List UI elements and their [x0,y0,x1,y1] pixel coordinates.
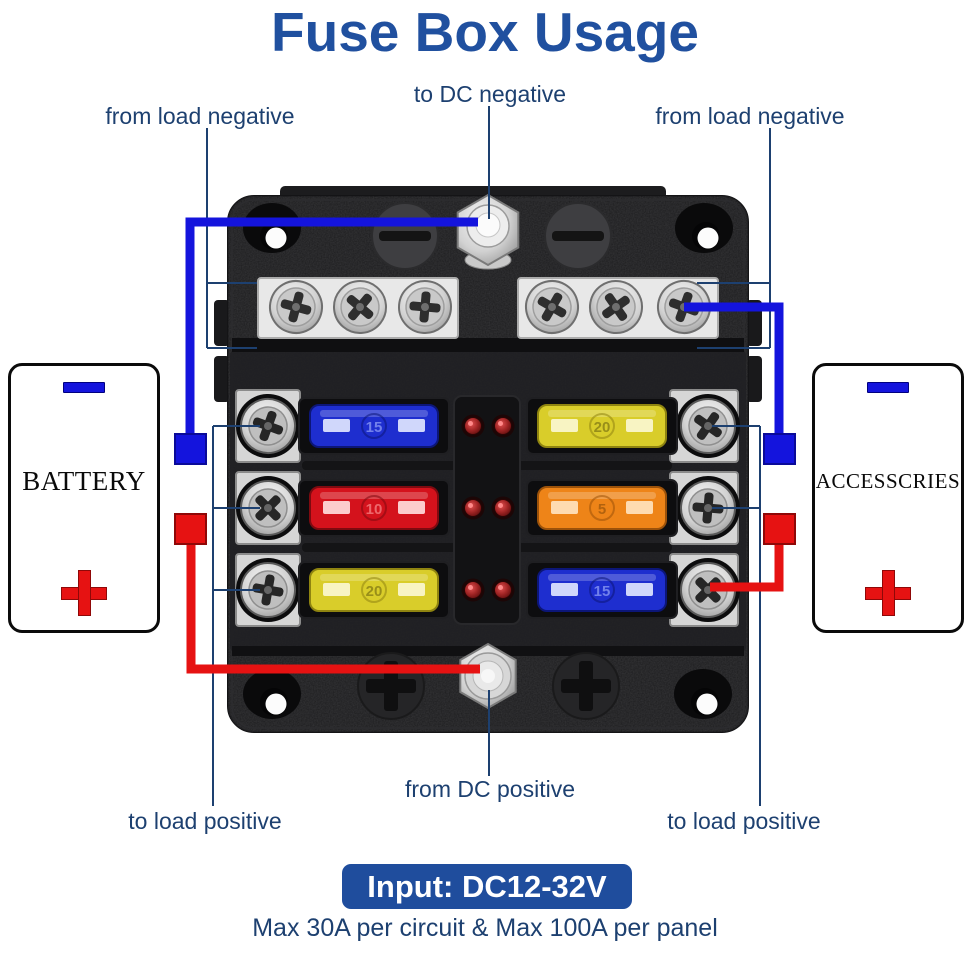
fuse-amp-marking: 20 [594,419,611,436]
minus-icon [867,382,909,393]
led-indicator-icon [461,578,485,602]
led-indicator-icon [491,578,515,602]
mounting-hole [243,203,301,253]
accessories-label: ACCESSCRIES [815,469,961,493]
fuse-amp-marking: 20 [366,583,383,600]
input-voltage-badge: Input: DC12-32V [342,864,632,909]
led-indicator-icon [461,414,485,438]
minus-icon [63,382,105,393]
fuse-right-orange: 5 [526,479,678,537]
plus-cap-icon [552,652,620,720]
plus-icon [865,570,911,616]
annotation-to-load-positive-left: to load positive [128,808,282,834]
negative-terminal-block-left [174,433,207,465]
pointer-line-load-positive-right [712,425,761,806]
fuse-amp-marking: 15 [366,419,383,436]
fuse-right-blue: 15 [526,561,678,619]
annotation-from-load-negative-left: from load negative [105,103,295,129]
fuse-right-yellow: 20 [526,397,678,455]
negative-wire-right [684,302,784,434]
battery-label: BATTERY [22,466,146,496]
annotation-from-dc-positive: from DC positive [405,776,575,802]
slot-cap-icon [371,202,439,270]
annotation-from-load-negative-right: from load negative [655,103,845,129]
fuse-amp-marking: 15 [594,583,611,600]
positive-wire-right [710,544,784,592]
fuse-left-blue: 15 [298,397,450,455]
pointer-line-load-negative-left [206,128,257,349]
wiring [174,106,796,806]
fuse-left-yellow: 20 [298,561,450,619]
mounting-hole [243,669,301,719]
battery-box: BATTERY [8,363,160,633]
fuse-amp-marking: 5 [598,501,606,518]
fuse-amp-marking: 10 [366,501,383,518]
footer-note: Max 30A per circuit & Max 100A per panel [252,914,718,942]
fuse-left-red: 10 [298,479,450,537]
led-panel [453,395,521,625]
led-indicator-icon [461,496,485,520]
circuit-terminals [221,380,755,637]
negative-wire-left [185,217,478,434]
positive-wire-left [186,544,480,674]
plus-icon [61,570,107,616]
accessories-box: ACCESSCRIES [812,363,964,633]
mounting-hole [674,669,732,719]
page-title: Fuse Box Usage [271,1,699,63]
led-indicator-icon [491,414,515,438]
annotation-to-dc-negative: to DC negative [413,81,567,107]
negative-bus [257,269,719,345]
slot-cap-icon [544,202,612,270]
positive-terminal-block-left [174,513,207,545]
negative-terminal-block-right [763,433,796,465]
fuses: 15 10 20 20 5 15 [298,397,678,619]
pointer-line-load-positive-left [212,425,260,806]
plus-cap-icon [357,652,425,720]
led-indicator-icon [491,496,515,520]
mounting-hole [675,203,733,253]
positive-terminal-block-right [763,513,796,545]
annotation-to-load-positive-right: to load positive [667,808,821,834]
